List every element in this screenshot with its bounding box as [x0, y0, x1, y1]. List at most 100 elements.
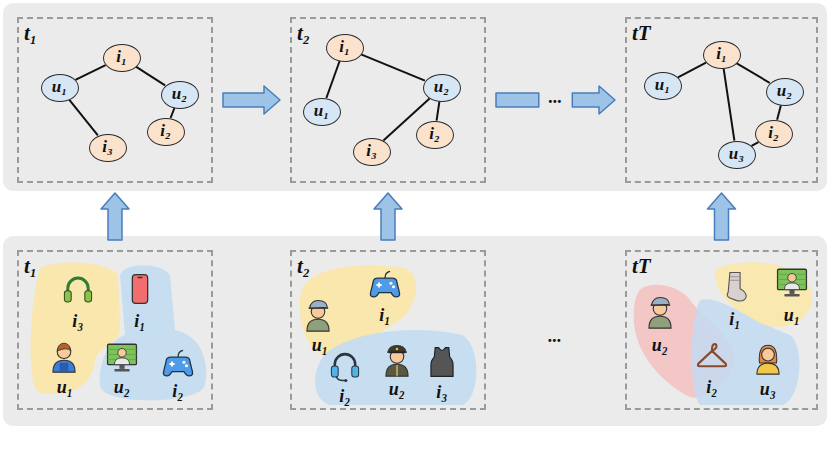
block-arrow: [708, 193, 736, 240]
graph-node: i₂: [147, 118, 185, 146]
connector: [496, 86, 615, 114]
node-label: i₂: [768, 124, 779, 143]
vest-icon: [431, 348, 453, 377]
connector: [223, 86, 280, 114]
item-label: ...: [548, 327, 562, 347]
node-label: u₁: [52, 78, 67, 97]
block-arrow: [496, 93, 539, 107]
connector: [75, 65, 105, 80]
graph-edge: [777, 105, 781, 120]
graph-edge: [361, 54, 425, 80]
node-label: i₂: [429, 125, 440, 144]
graph-node: i₁: [103, 44, 141, 72]
hanger-icon: [698, 344, 726, 366]
graph-node: u₂: [161, 81, 199, 109]
graph-node: u₁: [644, 72, 682, 100]
time-label: t₂: [297, 21, 310, 45]
connector: [678, 63, 706, 78]
graph-edge: [678, 63, 706, 78]
graph-node: u₂: [766, 78, 804, 106]
group-blob: [315, 330, 476, 405]
graph-node: u₃: [718, 141, 756, 169]
item-label: i₁: [729, 310, 740, 330]
time-panel: tT: [625, 250, 818, 410]
item-label: u₂: [389, 380, 405, 400]
block-arrow: [101, 193, 129, 240]
node-label: u₁: [655, 76, 670, 95]
node-label: i₂: [160, 122, 171, 141]
connector: [437, 101, 440, 120]
item-label: i₂: [339, 387, 350, 407]
connector: [777, 105, 781, 120]
gamepad-icon: [370, 271, 399, 297]
block-arrow: [374, 193, 402, 240]
node-label: u₃: [729, 145, 744, 164]
user-icon: [108, 344, 137, 371]
time-panel: tT u₁ i₁ u₂ i₂ u₃: [625, 17, 818, 183]
gamepad-icon: [163, 350, 192, 376]
bottom-panel: [3, 236, 827, 426]
connector: [361, 54, 425, 80]
graph-edge: [326, 61, 339, 98]
item-label: u₁: [312, 336, 328, 356]
graph-node: i₁: [703, 41, 741, 69]
node-label: u₂: [434, 78, 449, 97]
item-label: u₃: [760, 380, 776, 400]
connector: [69, 100, 98, 136]
connector: [752, 142, 759, 146]
connector: [724, 68, 735, 140]
node-label: i₁: [116, 48, 127, 67]
graph-node: i₃: [353, 138, 391, 166]
graph-edge: [724, 68, 735, 140]
graph-node: i₁: [326, 34, 364, 62]
user-icon: [53, 343, 75, 372]
node-label: i₃: [102, 138, 113, 157]
time-label: t₁: [24, 254, 37, 278]
item-label: u₁: [57, 378, 73, 398]
graph-node: u₁: [303, 98, 341, 126]
user-icon: [307, 301, 329, 332]
time-panel: t₂ i₁ u₁ u₂ i₃ i₂: [290, 17, 486, 183]
user-icon: [386, 346, 408, 377]
graph-edge: [75, 65, 105, 80]
graph-node: i₃: [89, 134, 127, 162]
node-label: u₁: [314, 102, 329, 121]
headphones-icon: [64, 278, 91, 302]
item-label: i₁: [134, 312, 145, 332]
user-icon: [757, 345, 779, 374]
item-label: i₂: [172, 382, 183, 402]
edge-label: ...: [547, 88, 565, 108]
item-label: i₂: [706, 378, 717, 398]
connector: [326, 61, 339, 98]
connector: [374, 193, 402, 240]
headset-icon: [331, 354, 358, 382]
time-label: tT: [632, 21, 651, 45]
node-label: i₁: [339, 38, 350, 57]
block-arrow: [223, 86, 280, 114]
node-label: i₃: [366, 142, 377, 161]
time-panel: t₂: [290, 250, 486, 410]
item-label: u₂: [114, 378, 130, 398]
time-label: t₂: [297, 254, 310, 278]
user-icon: [778, 269, 807, 296]
graph-edge: [136, 67, 165, 86]
graph-edge: [752, 142, 759, 146]
sock-icon: [727, 273, 746, 301]
connector: [708, 193, 736, 240]
node-label: u₂: [777, 82, 792, 101]
graph-node: u₂: [423, 74, 461, 102]
time-panel: t₁ u₁ i₁ u₂ i₂ i₃: [17, 17, 213, 183]
connector: [736, 63, 769, 83]
item-label: i₃: [436, 383, 447, 403]
graph-edge: [171, 108, 175, 118]
graph-edge: [69, 100, 98, 136]
phone-icon: [132, 275, 147, 304]
time-label: t₁: [24, 21, 37, 45]
graph-edge: [437, 101, 440, 120]
top-panel: [3, 3, 827, 191]
item-label: i₃: [72, 312, 83, 332]
node-label: i₁: [716, 45, 727, 64]
connector: [101, 193, 129, 240]
item-label: u₁: [784, 306, 800, 326]
